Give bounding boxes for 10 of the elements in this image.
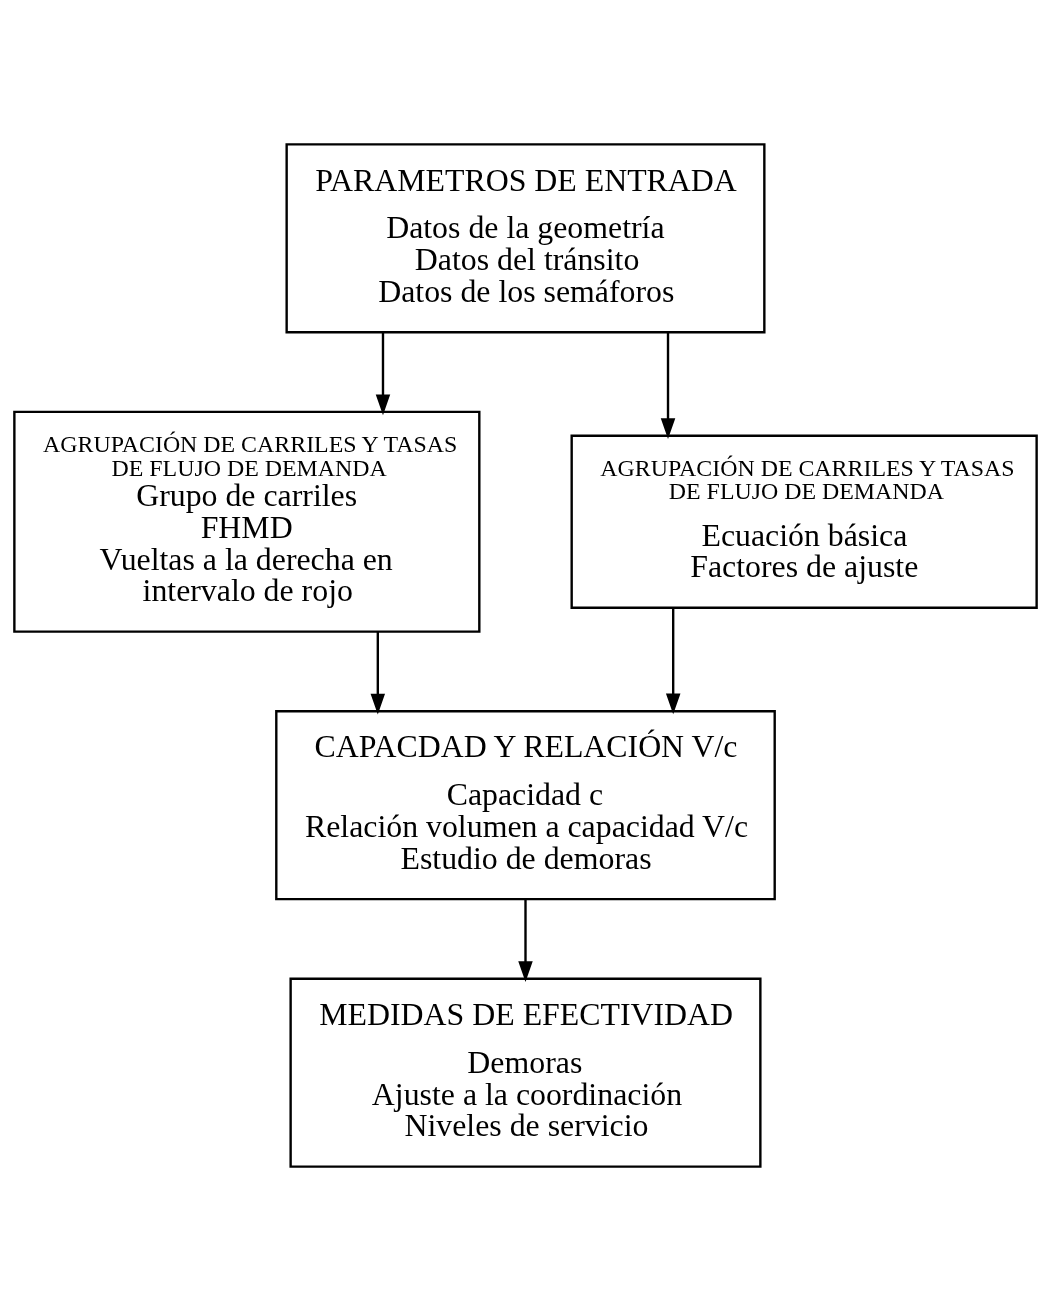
node-box: PARAMETROS DE ENTRADA Datos de la geometría Datos del tránsito Datos de los semáforos bbox=[285, 143, 766, 334]
arrow bbox=[518, 899, 533, 982]
arrow bbox=[665, 608, 681, 715]
node-box: MEDIDAS DE EFECTIVIDAD Demoras Ajuste a la coordinación Niveles de servicio bbox=[289, 977, 762, 1168]
arrow bbox=[375, 332, 391, 416]
node-box: AGRUPACIÓN DE CARRILES Y TASAS DE FLUJO DE DEMANDA Grupo de carriles FHMD Vueltas a la derecha en intervalo de rojo bbox=[13, 410, 481, 633]
node-box: AGRUPACIÓN DE CARRILES Y TASAS DE FLUJO DE DEMANDA Ecuación básica Factores de ajuste bbox=[570, 434, 1038, 609]
arrow bbox=[660, 332, 676, 440]
arrow bbox=[370, 631, 386, 715]
node-box: CAPACDAD Y RELACIÓN V/c Capacidad c Relación volumen a capacidad V/c Estudio de demoras bbox=[275, 710, 776, 901]
